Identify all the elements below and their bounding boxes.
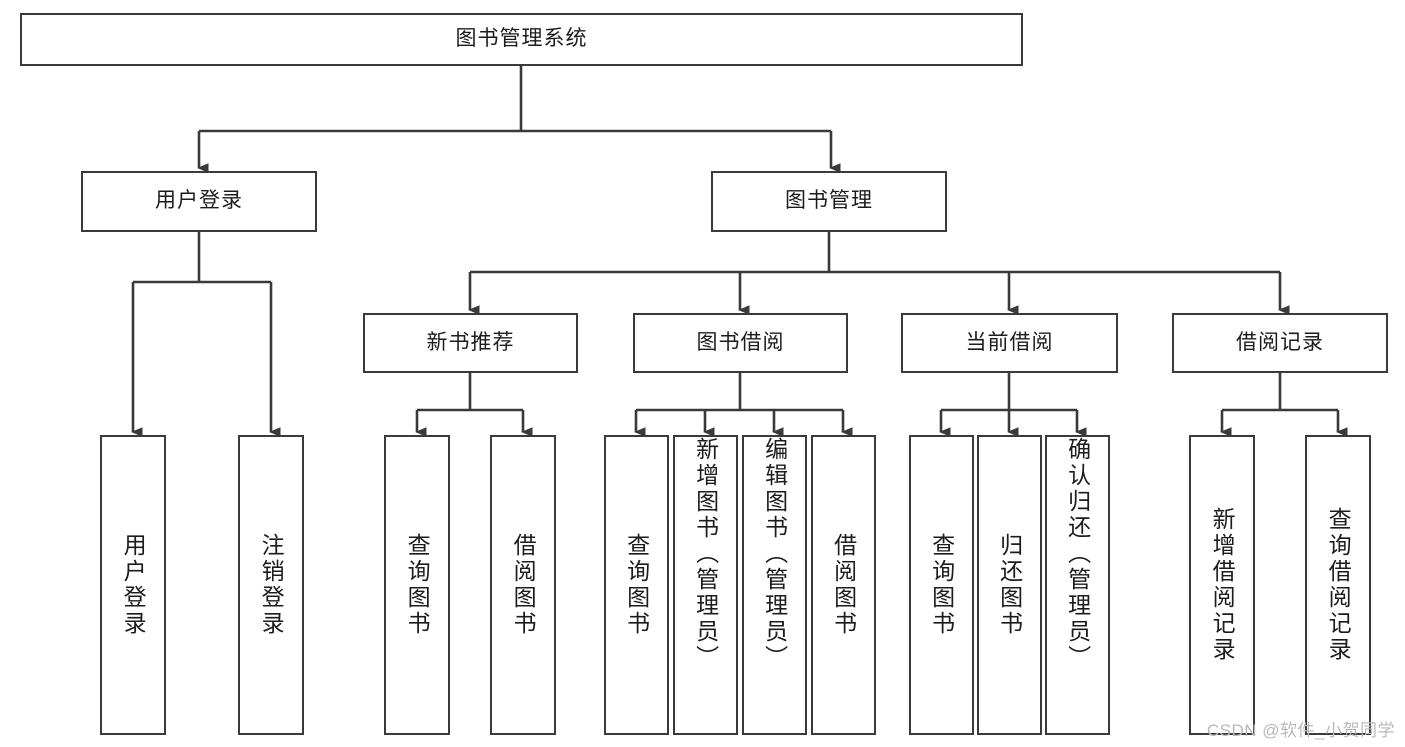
node-new-book-recommend-label: 新书推荐: [426, 330, 515, 354]
node-book-management-label: 图书管理: [785, 189, 873, 213]
leaf-borrow-edit-book-label: 编辑图书（管理员）: [761, 437, 788, 671]
leaf-current-confirm-return[interactable]: 确认归还（管理员）: [1045, 435, 1110, 735]
node-borrow-record[interactable]: 借阅记录: [1172, 313, 1388, 373]
node-new-book-recommend[interactable]: 新书推荐: [363, 313, 578, 373]
leaf-borrow-add-book[interactable]: 新增图书（管理员）: [673, 435, 738, 735]
leaf-current-return-book-label: 归还图书: [996, 533, 1023, 637]
leaf-record-add-record-label: 新增借阅记录: [1209, 507, 1236, 663]
leaf-recommend-query-book[interactable]: 查询图书: [384, 435, 450, 735]
node-book-borrow[interactable]: 图书借阅: [633, 313, 848, 373]
node-current-borrow-label: 当前借阅: [965, 330, 1054, 354]
leaf-record-add-record[interactable]: 新增借阅记录: [1189, 435, 1255, 735]
leaf-user-login-logout[interactable]: 注销登录: [238, 435, 304, 735]
leaf-current-confirm-return-label: 确认归还（管理员）: [1064, 437, 1091, 671]
node-user-login[interactable]: 用户登录: [81, 171, 317, 232]
leaf-recommend-query-book-label: 查询图书: [404, 533, 431, 637]
node-book-borrow-label: 图书借阅: [696, 330, 785, 354]
node-root-system-label: 图书管理系统: [455, 27, 588, 51]
leaf-borrow-edit-book[interactable]: 编辑图书（管理员）: [742, 435, 807, 735]
csdn-watermark: CSDN @软件_小贺同学: [1206, 721, 1395, 740]
leaf-current-return-book[interactable]: 归还图书: [977, 435, 1042, 735]
leaf-record-query-record[interactable]: 查询借阅记录: [1305, 435, 1371, 735]
node-book-management[interactable]: 图书管理: [711, 171, 947, 232]
leaf-user-login-logout-label: 注销登录: [258, 533, 285, 637]
node-current-borrow[interactable]: 当前借阅: [901, 313, 1118, 373]
leaf-borrow-add-book-label: 新增图书（管理员）: [692, 437, 719, 671]
leaf-borrow-query-book-label: 查询图书: [623, 533, 650, 637]
leaf-borrow-borrow-book[interactable]: 借阅图书: [811, 435, 876, 735]
node-borrow-record-label: 借阅记录: [1236, 330, 1324, 354]
leaf-user-login-login-label: 用户登录: [120, 533, 147, 637]
leaf-current-query-book-label: 查询图书: [928, 533, 955, 637]
leaf-recommend-borrow-book[interactable]: 借阅图书: [490, 435, 556, 735]
leaf-borrow-query-book[interactable]: 查询图书: [604, 435, 669, 735]
leaf-user-login-login[interactable]: 用户登录: [100, 435, 166, 735]
leaf-recommend-borrow-book-label: 借阅图书: [510, 533, 537, 637]
leaf-borrow-borrow-book-label: 借阅图书: [830, 533, 857, 637]
node-user-login-label: 用户登录: [155, 189, 243, 213]
node-root-system[interactable]: 图书管理系统: [20, 13, 1023, 66]
leaf-record-query-record-label: 查询借阅记录: [1325, 507, 1352, 663]
leaf-current-query-book[interactable]: 查询图书: [909, 435, 974, 735]
